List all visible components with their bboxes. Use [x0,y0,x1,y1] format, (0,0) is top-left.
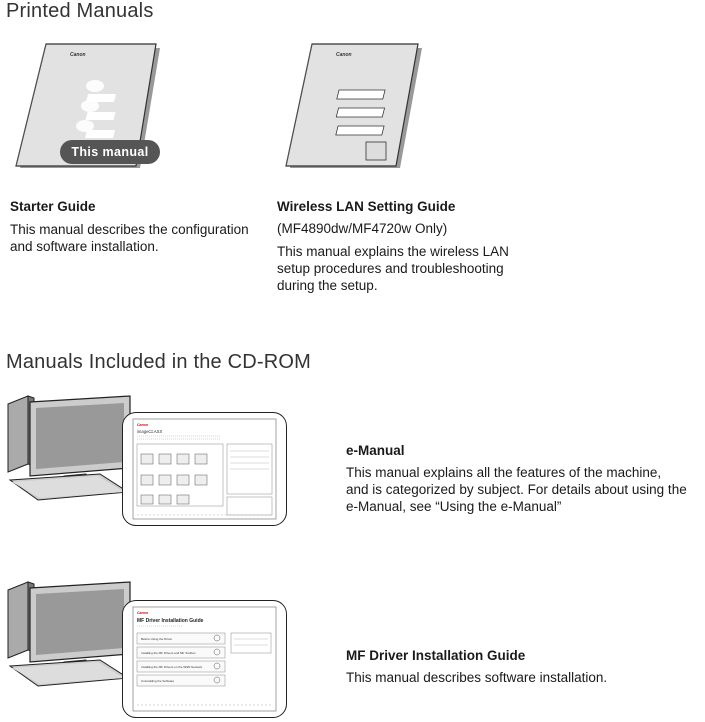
starter-guide-illustration: Canon This manual [10,38,170,178]
emanual-screen-card: Canon imageCLASS [122,412,287,526]
starter-guide-desc-2: and software installation. [10,239,159,254]
canon-logo: Canon [70,52,86,58]
printed-manuals-heading: Printed Manuals [6,0,154,22]
driver-guide-title: MF Driver Installation Guide [346,648,526,663]
computer-illustration-1 [4,394,140,524]
wireless-guide-desc-3: during the setup. [277,278,378,293]
starter-guide-title: Starter Guide [10,199,96,214]
screen-canon-logo-2: Canon [137,611,148,615]
screen-canon-logo: Canon [137,423,148,427]
emanual-title: e-Manual [346,443,405,458]
computer-illustration-2 [4,580,140,710]
wireless-guide-illustration: Canon [280,38,430,178]
wireless-guide-desc-1: This manual explains the wireless LAN [277,244,509,259]
canon-logo-2: Canon [336,52,352,58]
driver-screen-item-2: Installing the MF Drivers and MF Toolbox [141,651,196,655]
emanual-desc-2: and is categorized by subject. For detai… [346,482,687,497]
emanual-desc-1: This manual explains all the features of… [346,465,662,480]
driver-screen-card: Canon MF Driver Installation Guide Befor… [122,600,287,718]
driver-screen-item-4: Uninstalling the Software [141,679,175,683]
driver-screen-item-3: Installing the MF Drivers on the WSD Net… [141,665,203,669]
emanual-screen-heading: imageCLASS [137,429,162,434]
emanual-desc-3: e-Manual, see “Using the e-Manual” [346,499,562,514]
cdrom-manuals-heading: Manuals Included in the CD-ROM [6,351,312,373]
driver-guide-desc-1: This manual describes software installat… [346,670,608,685]
driver-screen-heading: MF Driver Installation Guide [137,618,204,624]
wireless-guide-subtitle: (MF4890dw/MF4720w Only) [277,221,448,236]
this-manual-badge: This manual [60,140,160,164]
driver-screen-item-1: Before Using the Driver [141,637,172,641]
wireless-guide-desc-2: setup procedures and troubleshooting [277,261,504,276]
starter-guide-desc-1: This manual describes the configuration [10,222,249,237]
wireless-guide-title: Wireless LAN Setting Guide [277,199,456,214]
